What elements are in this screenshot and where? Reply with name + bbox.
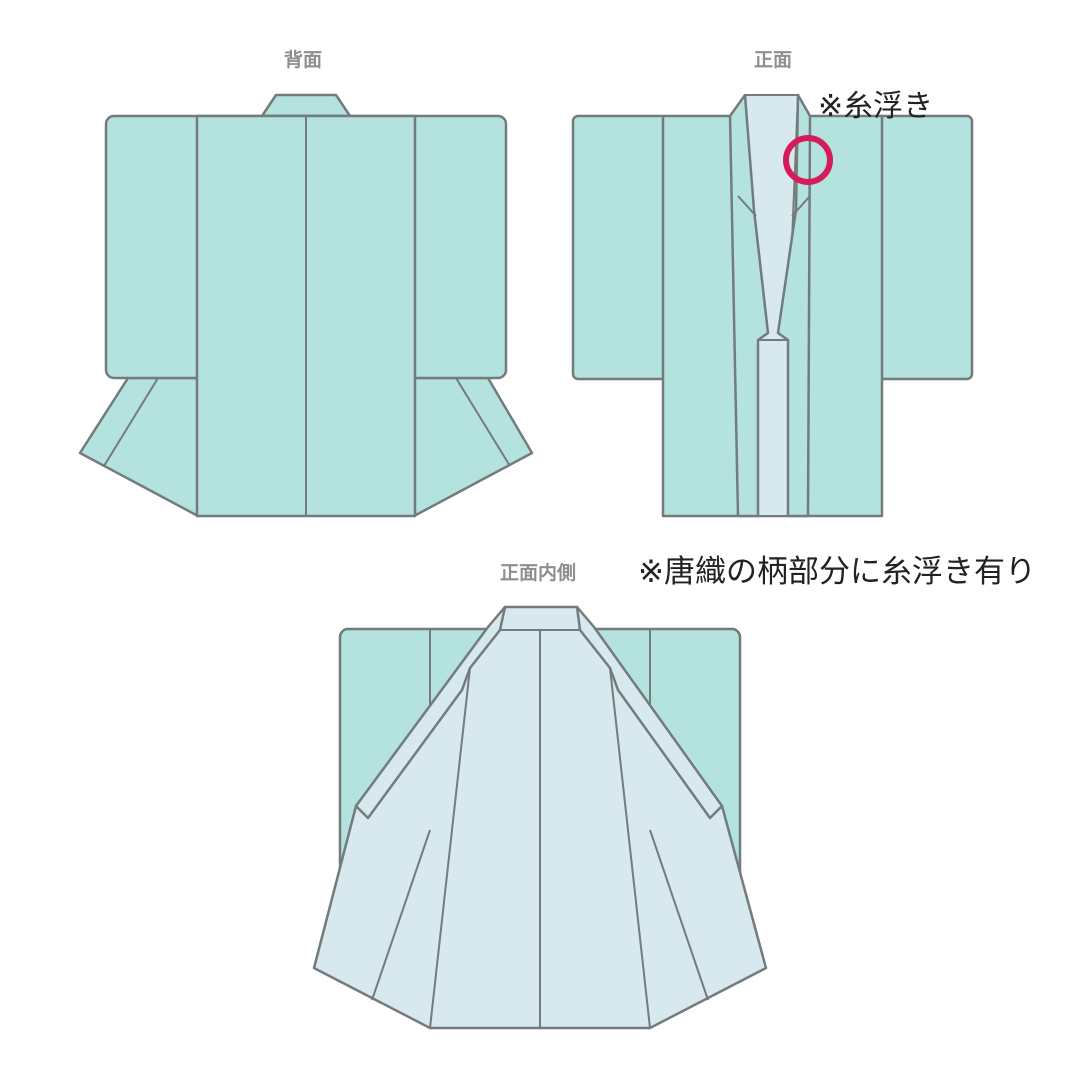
inside-view: 正面内側 ※唐織の柄部分に糸浮き有り [312, 554, 1036, 1030]
back-view-label: 背面 [284, 48, 322, 71]
inside-left-panel-seam [429, 667, 471, 1029]
front-right-sleeve [874, 114, 974, 381]
back-right-gusset-seam [455, 377, 511, 467]
front-left-sleeve [571, 114, 671, 381]
inside-right-collar [575, 605, 724, 820]
inside-left-collar [354, 605, 507, 820]
back-right-skirt [412, 376, 534, 518]
front-view: 正面 ※糸浮き [571, 49, 974, 518]
back-view: 背面 [78, 48, 534, 518]
back-left-skirt [78, 376, 200, 518]
back-left-gusset-seam [103, 377, 159, 467]
circle-marker-icon [783, 135, 833, 185]
front-left-collar-seam [737, 195, 757, 217]
inside-left-gusset-seam [371, 829, 431, 1001]
defect-description-note: ※唐織の柄部分に糸浮き有り [638, 554, 1036, 590]
back-collar [260, 93, 352, 118]
front-right-collar-seam [791, 195, 811, 217]
defect-marker-note: ※糸浮き [818, 89, 933, 124]
inside-right-panel-seam [609, 667, 651, 1029]
front-view-label: 正面 [754, 49, 792, 71]
front-lining-strip [757, 339, 789, 517]
inside-right-gusset-seam [649, 829, 709, 1001]
inside-view-label: 正面内側 [500, 561, 576, 584]
front-left-collar [728, 93, 770, 518]
